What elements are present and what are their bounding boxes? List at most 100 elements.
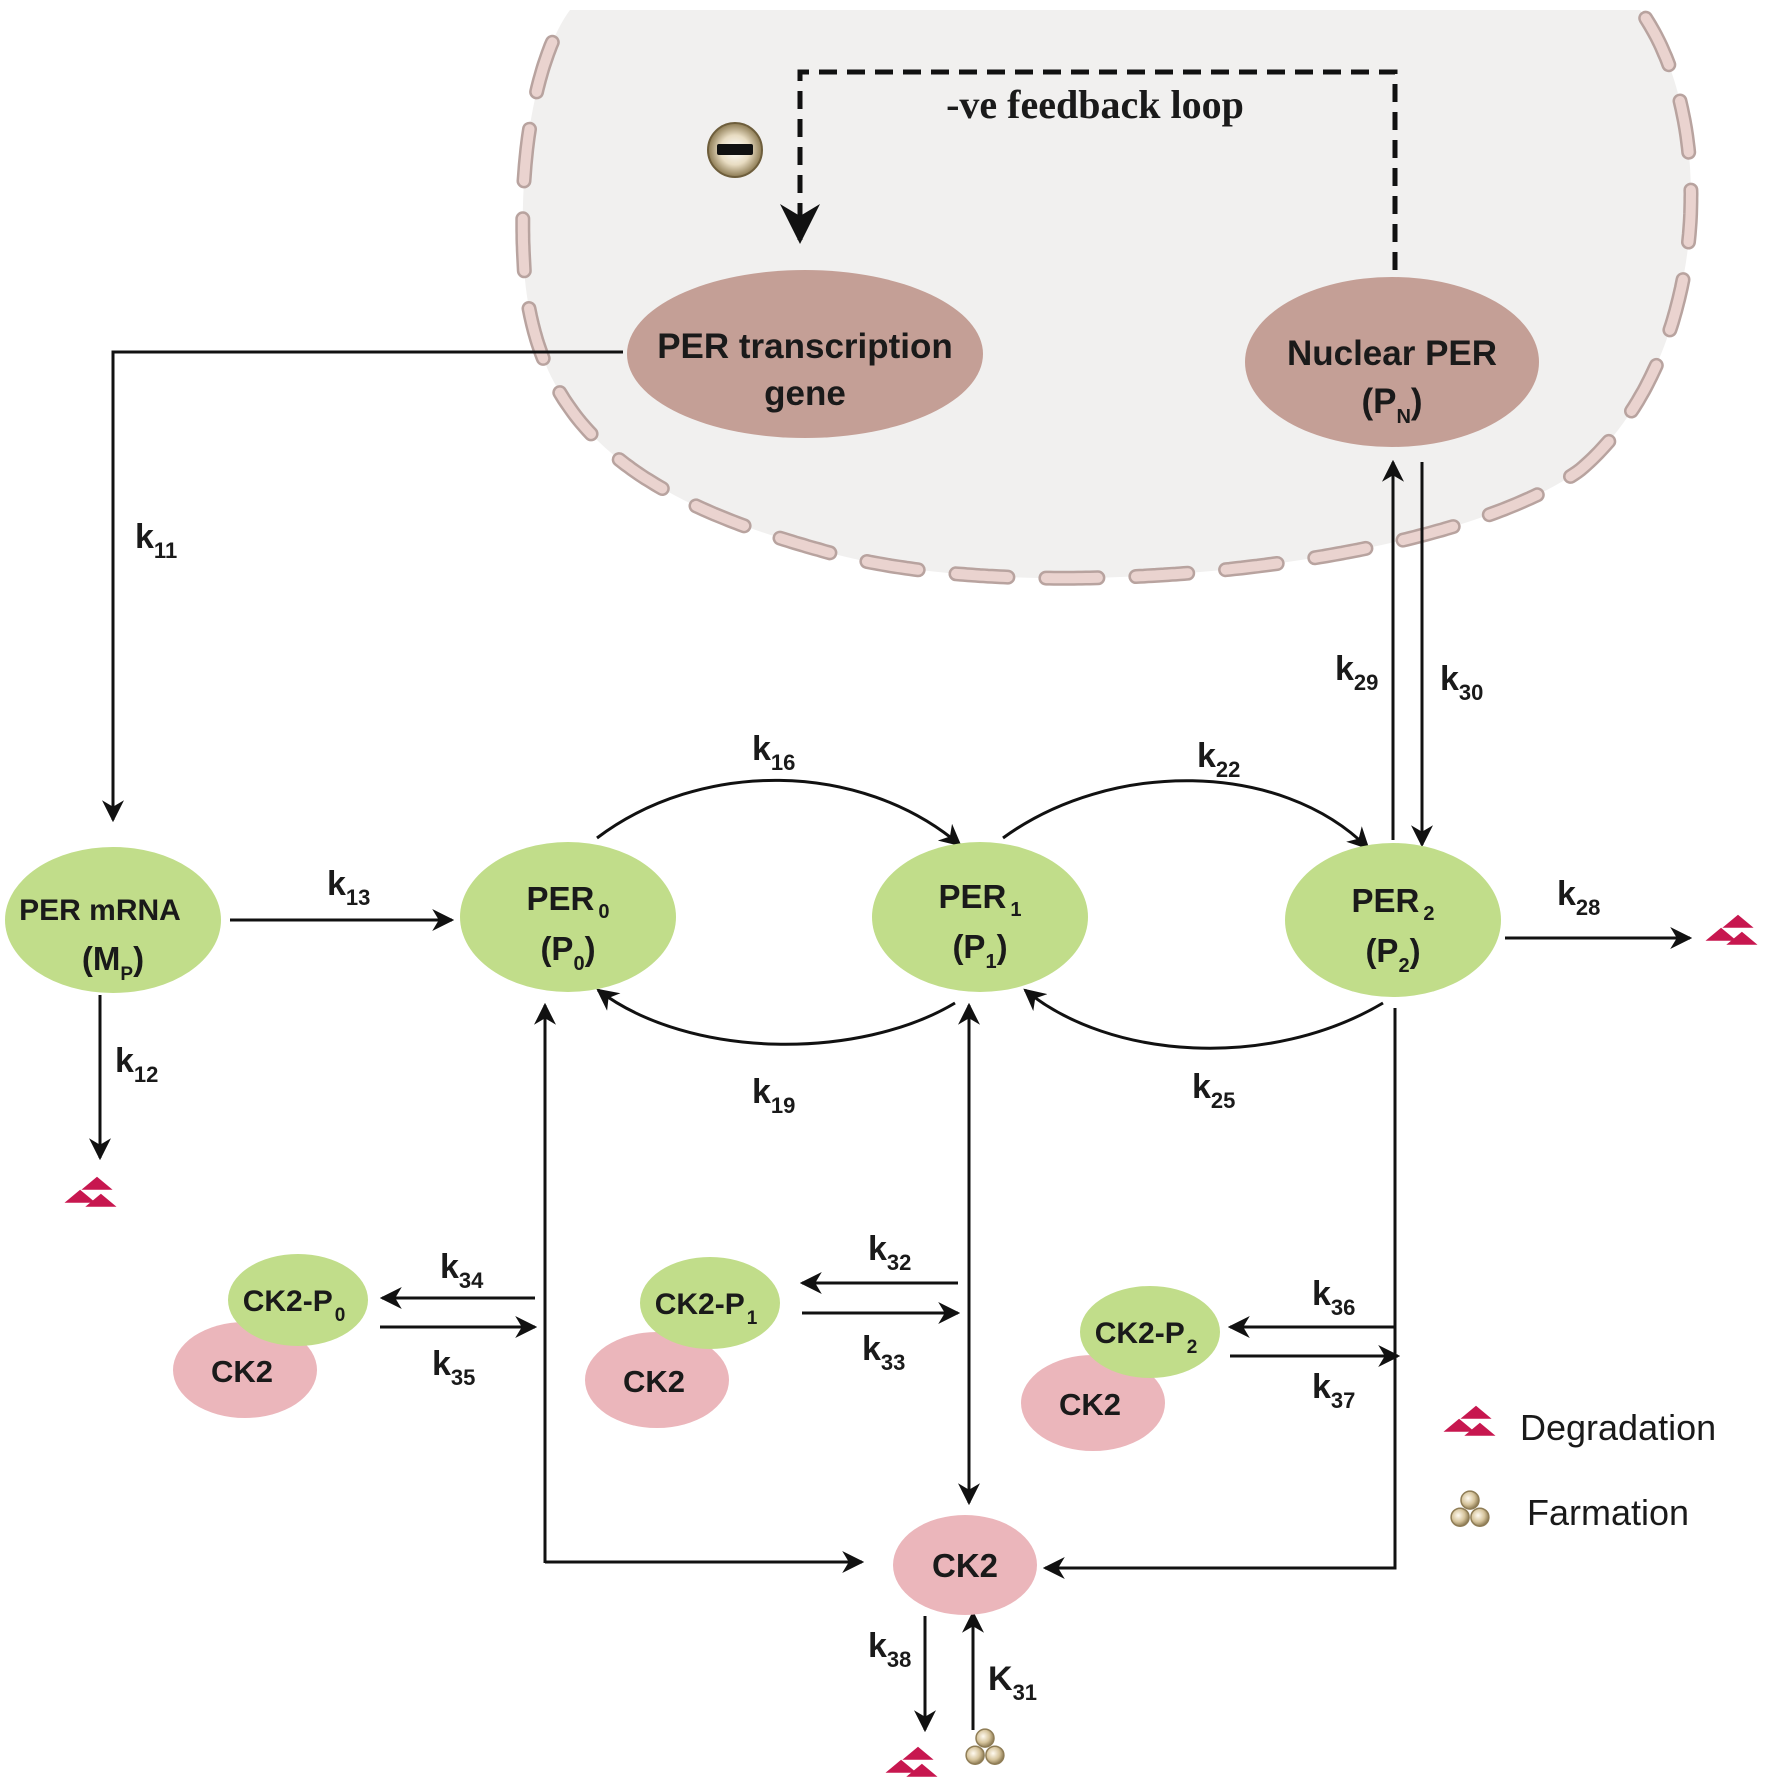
per2-symbol: (P2) <box>1365 932 1420 977</box>
degradation-icon <box>64 1176 117 1207</box>
gene-ellipse <box>627 270 983 438</box>
membrane-segment-fill <box>614 454 668 494</box>
per-mrna-node: PER mRNA (MP) <box>5 847 221 993</box>
membrane-segment-fill <box>1484 489 1543 520</box>
rate-k31: K31 <box>988 1660 1037 1705</box>
per0-ellipse <box>460 842 676 992</box>
ck2-p1-ck2-ellipse <box>585 1332 729 1428</box>
legend-degradation-icon <box>1443 1405 1496 1436</box>
membrane-segment-fill <box>1220 558 1283 575</box>
feedback-loop: -ve feedback loop <box>707 69 1398 270</box>
rate-k38: k38 <box>868 1627 911 1672</box>
rate-k33: k33 <box>862 1330 905 1375</box>
rate-k32: k32 <box>868 1230 911 1275</box>
membrane-segment-fill <box>775 533 835 558</box>
rate-k25: k25 <box>1192 1068 1235 1113</box>
nuclear-per-symbol: (PN) <box>1361 382 1422 428</box>
membrane-segment-fill <box>531 37 558 97</box>
membrane-segment-fill <box>1640 13 1674 70</box>
rate-k12: k12 <box>115 1042 158 1087</box>
rate-k22: k22 <box>1197 737 1240 782</box>
membrane-segment-fill <box>691 500 750 531</box>
ck2-p1-ellipse <box>640 1257 780 1349</box>
rate-k35: k35 <box>432 1345 475 1390</box>
feedback-dashed-line <box>780 69 1398 270</box>
rate-k29: k29 <box>1335 650 1378 695</box>
connectors <box>89 350 1693 1733</box>
rate-constant-labels: k11 k12 k13 k16 k19 k22 k25 k28 k29 k30 … <box>115 518 1600 1705</box>
rate-k30: k30 <box>1440 660 1483 705</box>
ck2-free-label: CK2 <box>932 1547 998 1584</box>
legend: Degradation Farmation <box>1520 1407 1716 1533</box>
rate-k34: k34 <box>440 1248 484 1293</box>
nuclear-per-node: Nuclear PER (PN) <box>1245 277 1539 447</box>
ck2-p2-ck2-label: CK2 <box>1059 1387 1121 1422</box>
per1-symbol: (P1) <box>952 928 1007 973</box>
edge-gene-to-mrna <box>102 350 623 823</box>
gene-label-line1: PER transcription <box>657 327 953 366</box>
feedback-label: -ve feedback loop <box>946 82 1244 127</box>
ck2-p2-ellipse <box>1080 1286 1220 1378</box>
nuclear-per-ellipse <box>1245 277 1539 447</box>
membrane-segment-fill <box>554 387 597 439</box>
formation-icon <box>965 1728 1005 1765</box>
membrane-segment-fill <box>519 124 535 186</box>
membrane-segment-fill <box>951 568 1013 583</box>
edge-per2-to-per1 <box>1023 988 1384 1050</box>
rate-k16: k16 <box>752 730 795 775</box>
rate-k13: k13 <box>327 865 370 910</box>
ck2-p0-ellipse <box>228 1254 368 1346</box>
rate-k28: k28 <box>1557 875 1600 920</box>
legend-formation-label: Farmation <box>1527 1492 1689 1533</box>
edge-per2-to-ck2 <box>1042 1008 1397 1579</box>
degradation-icon <box>885 1746 938 1777</box>
membrane-segment-fill <box>1309 543 1371 563</box>
edge-per1-to-per2 <box>1002 779 1370 850</box>
membrane-segment-fill <box>1565 436 1614 482</box>
nuclear-membrane <box>515 10 1699 586</box>
membrane-segment-fill <box>861 556 924 575</box>
gene-label-line2: gene <box>764 374 846 413</box>
ck2-free-node: CK2 <box>893 1515 1037 1615</box>
per-transcription-gene-node: PER transcription gene <box>627 270 983 438</box>
degradation-icon <box>1705 914 1758 945</box>
mrna-ellipse <box>5 847 221 993</box>
source-sink-icons <box>64 914 1758 1777</box>
rate-k19: k19 <box>752 1073 795 1118</box>
per1-ellipse <box>872 842 1088 992</box>
membrane-segment-fill <box>1130 568 1193 582</box>
membrane-segment-fill <box>1664 274 1688 335</box>
ck2-p0-ck2-ellipse <box>173 1322 317 1418</box>
nuclear-per-label: Nuclear PER <box>1287 334 1497 373</box>
per0-symbol: (P0) <box>540 930 595 975</box>
ck2-free-ellipse <box>893 1515 1037 1615</box>
membrane-segment-fill <box>1683 185 1697 247</box>
mrna-label: PER mRNA <box>19 894 181 927</box>
membrane-segment-fill <box>1398 521 1459 546</box>
minus-circle-icon <box>707 122 763 178</box>
edge-per0-to-per1 <box>596 778 962 847</box>
rate-k36: k36 <box>1312 1275 1355 1320</box>
per2-ellipse <box>1285 843 1501 997</box>
legend-degradation-label: Degradation <box>1520 1407 1716 1448</box>
membrane-segment-fill <box>517 213 530 276</box>
rate-k11: k11 <box>135 518 177 563</box>
membrane-segment-fill <box>524 303 549 364</box>
ck2-p0-ck2-label: CK2 <box>211 1354 273 1389</box>
ck2-p2-ck2-ellipse <box>1021 1355 1165 1451</box>
ck2-p1-ck2-label: CK2 <box>623 1364 685 1399</box>
membrane-segment-fill <box>1675 96 1694 158</box>
mrna-symbol: (MP) <box>82 940 144 985</box>
edge-per1-to-per0 <box>596 988 956 1046</box>
